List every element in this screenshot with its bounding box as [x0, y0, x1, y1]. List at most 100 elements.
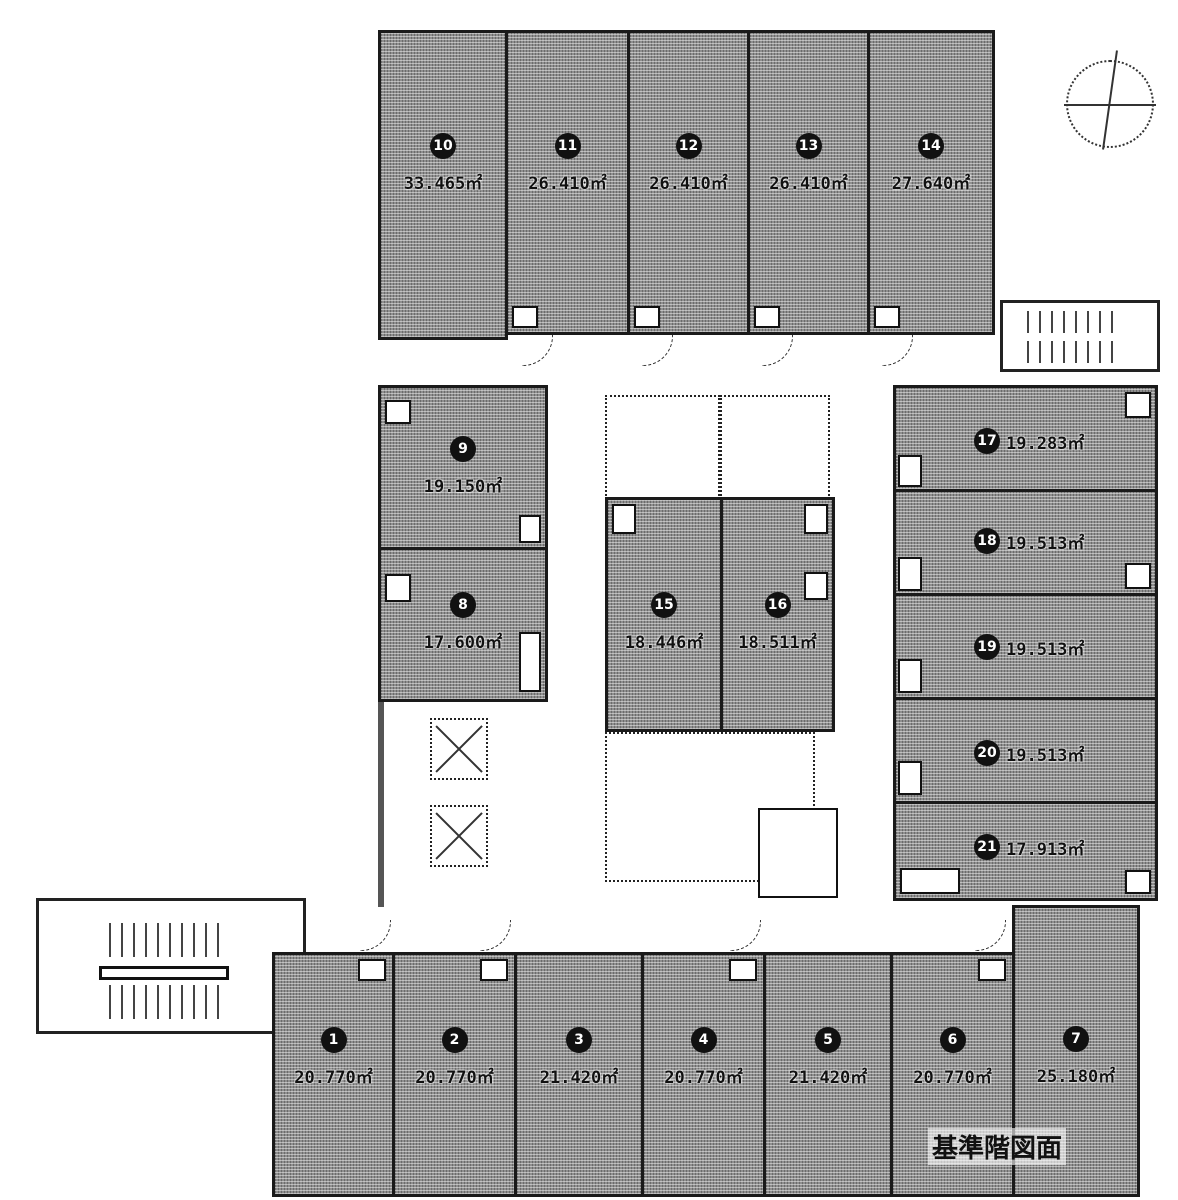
service-room — [758, 808, 838, 898]
room-area: 20.770㎡ — [913, 1068, 992, 1088]
pipe-shaft — [804, 572, 828, 600]
room-area: 20.770㎡ — [294, 1068, 373, 1088]
room-number-badge: 16 — [764, 592, 791, 618]
room-number-badge: 8 — [450, 592, 476, 618]
room-3[interactable]: 3 21.420㎡ — [514, 952, 644, 1197]
room-8[interactable]: 8 17.600㎡ — [378, 547, 548, 702]
room-number-badge: 21 — [974, 834, 1000, 860]
pipe-shaft — [1125, 392, 1151, 418]
room-21[interactable]: 21 17.913㎡ — [893, 801, 1158, 901]
room-18[interactable]: 18 19.513㎡ — [893, 489, 1158, 596]
room-number-badge: 9 — [450, 436, 476, 462]
door-swing-icon — [730, 920, 761, 951]
restroom-left — [605, 395, 720, 500]
room-number-badge: 2 — [441, 1027, 468, 1053]
pipe-shaft — [1125, 870, 1151, 894]
pipe-shaft — [385, 400, 411, 424]
room-number-badge: 13 — [795, 133, 822, 159]
room-number-badge: 18 — [974, 528, 1000, 554]
restroom-right — [720, 395, 830, 500]
elevator-2-icon — [430, 805, 488, 867]
pipe-shaft — [900, 868, 960, 894]
room-area: 18.446㎡ — [624, 633, 704, 653]
elevator-1-icon — [430, 718, 488, 780]
room-11[interactable]: 11 26.410㎡ — [505, 30, 630, 335]
north-arrow-icon — [1064, 50, 1156, 150]
room-area: 19.513㎡ — [1006, 745, 1085, 766]
room-2[interactable]: 2 20.770㎡ — [392, 952, 517, 1197]
room-number-badge: 11 — [554, 133, 581, 159]
pipe-shaft — [898, 659, 922, 693]
pipe-shaft — [729, 959, 757, 981]
room-area: 33.465㎡ — [403, 174, 483, 194]
room-13[interactable]: 13 26.410㎡ — [747, 30, 870, 335]
pipe-shaft — [978, 959, 1006, 981]
pipe-shaft — [519, 515, 541, 543]
room-area: 27.640㎡ — [891, 174, 971, 194]
room-area: 17.913㎡ — [1006, 839, 1085, 860]
room-area: 19.513㎡ — [1006, 533, 1085, 554]
room-number-badge: 3 — [566, 1027, 592, 1053]
pipe-shaft — [804, 504, 828, 534]
room-17[interactable]: 17 19.283㎡ — [893, 385, 1158, 492]
room-5[interactable]: 5 21.420㎡ — [763, 952, 893, 1197]
northeast-stair — [1000, 300, 1160, 372]
room-14[interactable]: 14 27.640㎡ — [867, 30, 995, 335]
room-area: 19.150㎡ — [423, 477, 503, 497]
room-area: 20.770㎡ — [415, 1068, 494, 1088]
pipe-shaft — [480, 959, 508, 981]
door-swing-icon — [480, 920, 511, 951]
room-area: 18.511㎡ — [738, 633, 817, 653]
room-number-badge: 20 — [974, 740, 1000, 766]
room-1[interactable]: 1 20.770㎡ — [272, 952, 395, 1197]
room-7[interactable]: 7 25.180㎡ — [1012, 905, 1140, 1197]
pipe-shaft — [898, 455, 922, 487]
door-swing-icon — [882, 335, 913, 366]
room-area: 25.180㎡ — [1036, 1067, 1116, 1087]
drawing-title: 基準階図面 — [928, 1128, 1067, 1165]
room-15[interactable]: 15 18.446㎡ — [605, 497, 723, 732]
door-swing-icon — [522, 335, 553, 366]
room-number-badge: 1 — [320, 1027, 347, 1053]
room-number-badge: 10 — [430, 133, 456, 159]
room-area: 20.770㎡ — [664, 1068, 743, 1088]
room-area: 21.420㎡ — [788, 1068, 868, 1088]
room-16[interactable]: 16 18.511㎡ — [720, 497, 835, 732]
room-area: 21.420㎡ — [539, 1068, 619, 1088]
pipe-shaft — [612, 504, 636, 534]
room-number-badge: 14 — [918, 133, 944, 159]
room-number-badge: 15 — [651, 592, 677, 618]
room-area: 19.513㎡ — [1006, 639, 1085, 660]
room-number-badge: 6 — [939, 1027, 966, 1053]
door-swing-icon — [642, 335, 673, 366]
room-12[interactable]: 12 26.410㎡ — [627, 30, 750, 335]
room-number-badge: 17 — [974, 428, 1000, 454]
pipe-shaft — [512, 306, 538, 328]
room-20[interactable]: 20 19.513㎡ — [893, 697, 1158, 804]
room-number-badge: 19 — [974, 634, 1000, 660]
room-number-badge: 12 — [675, 133, 702, 159]
pipe-shaft — [898, 761, 922, 795]
room-number-badge: 7 — [1063, 1026, 1089, 1052]
pipe-shaft — [634, 306, 660, 328]
door-swing-icon — [975, 920, 1006, 951]
pipe-shaft — [898, 557, 922, 591]
door-swing-icon — [762, 335, 793, 366]
door-swing-icon — [360, 920, 391, 951]
room-area: 26.410㎡ — [649, 174, 728, 194]
room-area: 26.410㎡ — [769, 174, 848, 194]
pipe-shaft — [519, 632, 541, 692]
room-10[interactable]: 10 33.465㎡ — [378, 30, 508, 340]
room-9[interactable]: 9 19.150㎡ — [378, 385, 548, 550]
room-4[interactable]: 4 20.770㎡ — [641, 952, 766, 1197]
pipe-shaft — [1125, 563, 1151, 589]
pipe-shaft — [358, 959, 386, 981]
pipe-shaft — [385, 574, 411, 602]
room-area: 19.283㎡ — [1006, 433, 1085, 454]
room-area: 26.410㎡ — [528, 174, 607, 194]
room-number-badge: 5 — [815, 1027, 841, 1053]
room-19[interactable]: 19 19.513㎡ — [893, 593, 1158, 700]
west-stair — [36, 898, 306, 1034]
room-number-badge: 4 — [690, 1027, 717, 1053]
